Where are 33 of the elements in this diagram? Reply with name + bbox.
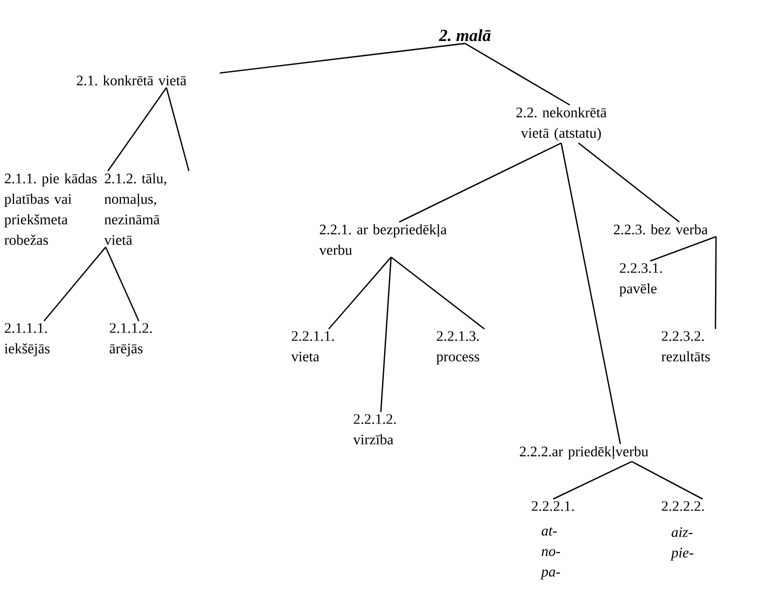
tree-label: 2.2. nekonkrētā vietā (atstatu) [516, 107, 607, 141]
tree-label: 2.1.1.2. ārējās [110, 323, 152, 356]
branch-line [578, 142, 680, 223]
tree-label: 2.2.1. ar bezpriedēkļa verbu [319, 224, 447, 255]
branch-line [220, 42, 466, 74]
tree-label: 2.2.3.2. rezultāts [662, 331, 710, 362]
branch-line [631, 460, 703, 500]
branch-line [552, 460, 632, 500]
tree-label: 2.1.2. tālu, nomaļus, nezināmā vietā [104, 173, 166, 245]
branch-line [105, 246, 140, 322]
tree-root-label: 2. malā [438, 29, 491, 42]
tree-label: 2.2.1.3. process [436, 331, 480, 364]
tree-label: 2.2.3. bez verba [614, 224, 708, 234]
tree-label: 2.2.2.1. at- no- pa- [532, 501, 574, 580]
branch-line [328, 256, 392, 330]
tree-label: 2.2.1.1. vieta [291, 331, 334, 362]
branch-line [380, 257, 392, 412]
branch-line [398, 142, 562, 223]
tree-label: 2.1.1. pie kādas platības vai priekšmeta robežas [4, 173, 97, 245]
tree-label: 2.1.1.1. iekšējās [4, 323, 50, 356]
tree-label: 2.1. konkrētā vietā [76, 75, 186, 86]
branch-line [714, 236, 717, 329]
branch-line [390, 256, 485, 330]
branch-line [166, 88, 190, 172]
tree-label: 2.2.2.2. aiz- pie- [662, 501, 704, 560]
tree-label: 2.2.1.2. virzība [353, 414, 396, 444]
branch-line [560, 142, 621, 444]
tree-label: 2.2.2.ar priedēkļverbu [520, 446, 648, 460]
branch-line [44, 246, 106, 322]
branch-line [650, 236, 716, 262]
tree-label: 2.2.3.1. pavēle [619, 263, 662, 296]
branch-line [464, 42, 570, 106]
branch-line [107, 87, 167, 172]
